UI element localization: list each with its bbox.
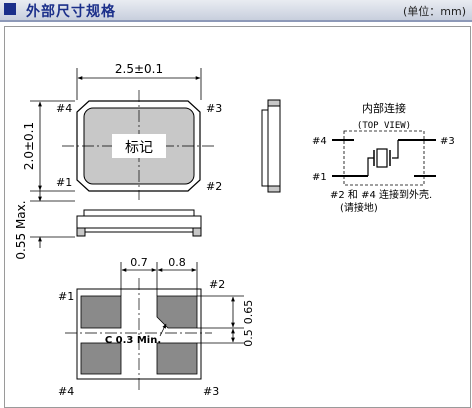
- width-dimension-label: 2.5±0.1: [115, 62, 163, 76]
- schematic-note-line1: #2 和 #4 连接到外壳.: [330, 188, 432, 201]
- pad-1: [80, 295, 122, 329]
- pad-2: [156, 295, 198, 329]
- land-pin4-label: #4: [58, 385, 74, 398]
- schematic-pin1-label: #1: [312, 172, 327, 183]
- right-side-view: [261, 99, 281, 193]
- top-view: 2.5±0.1 2.0±0.1 标记 #4 #3 #1 #2: [22, 62, 222, 200]
- pad-4: [80, 342, 122, 375]
- page-title: 外部尺寸规格: [26, 4, 116, 20]
- top-pin2-label: #2: [206, 180, 222, 193]
- side-height-label: 0.55 Max.: [14, 200, 28, 259]
- schematic-note-line2: (请接地): [340, 201, 378, 214]
- chamfer-label: C 0.3 Min.: [105, 335, 161, 346]
- title-bar: 外部尺寸规格 (单位：mm): [0, 0, 472, 22]
- internal-connection-schematic: 内部连接 (TOP VIEW) #4 #1 #3 #2 和 #4 连接到外壳. …: [312, 101, 455, 214]
- land-vertical-gap-dim-label: 0.5: [242, 329, 255, 347]
- land-pin1-label: #1: [58, 290, 74, 303]
- land-gap-dim-label: 0.7: [130, 256, 148, 269]
- schematic-subtitle: (TOP VIEW): [357, 121, 411, 131]
- land-pin2-label: #2: [209, 278, 225, 291]
- unit-label: (单位：mm): [402, 5, 466, 18]
- pad-3: [156, 342, 198, 375]
- marking-label: 标记: [125, 140, 153, 156]
- schematic-pin4-label: #4: [312, 136, 327, 147]
- land-pad-width-dim-label: 0.8: [168, 256, 186, 269]
- bottom-side-view: 0.55 Max.: [14, 190, 202, 260]
- height-dimension-label: 2.0±0.1: [22, 122, 36, 170]
- land-pin3-label: #3: [203, 385, 219, 398]
- land-pad-height-dim-label: 0.65: [242, 300, 255, 325]
- top-pin3-label: #3: [206, 102, 222, 115]
- schematic-pin3-label: #3: [440, 136, 455, 147]
- schematic-title: 内部连接: [362, 101, 406, 115]
- top-pin4-label: #4: [56, 102, 72, 115]
- title-square-icon: [4, 3, 16, 15]
- land-pattern-view: 0.7 0.8 0.65 0.5 C 0.3 Min. #1 #2 #4 #3: [58, 256, 255, 398]
- marking-box: [112, 134, 166, 158]
- top-pin1-label: #1: [56, 176, 72, 189]
